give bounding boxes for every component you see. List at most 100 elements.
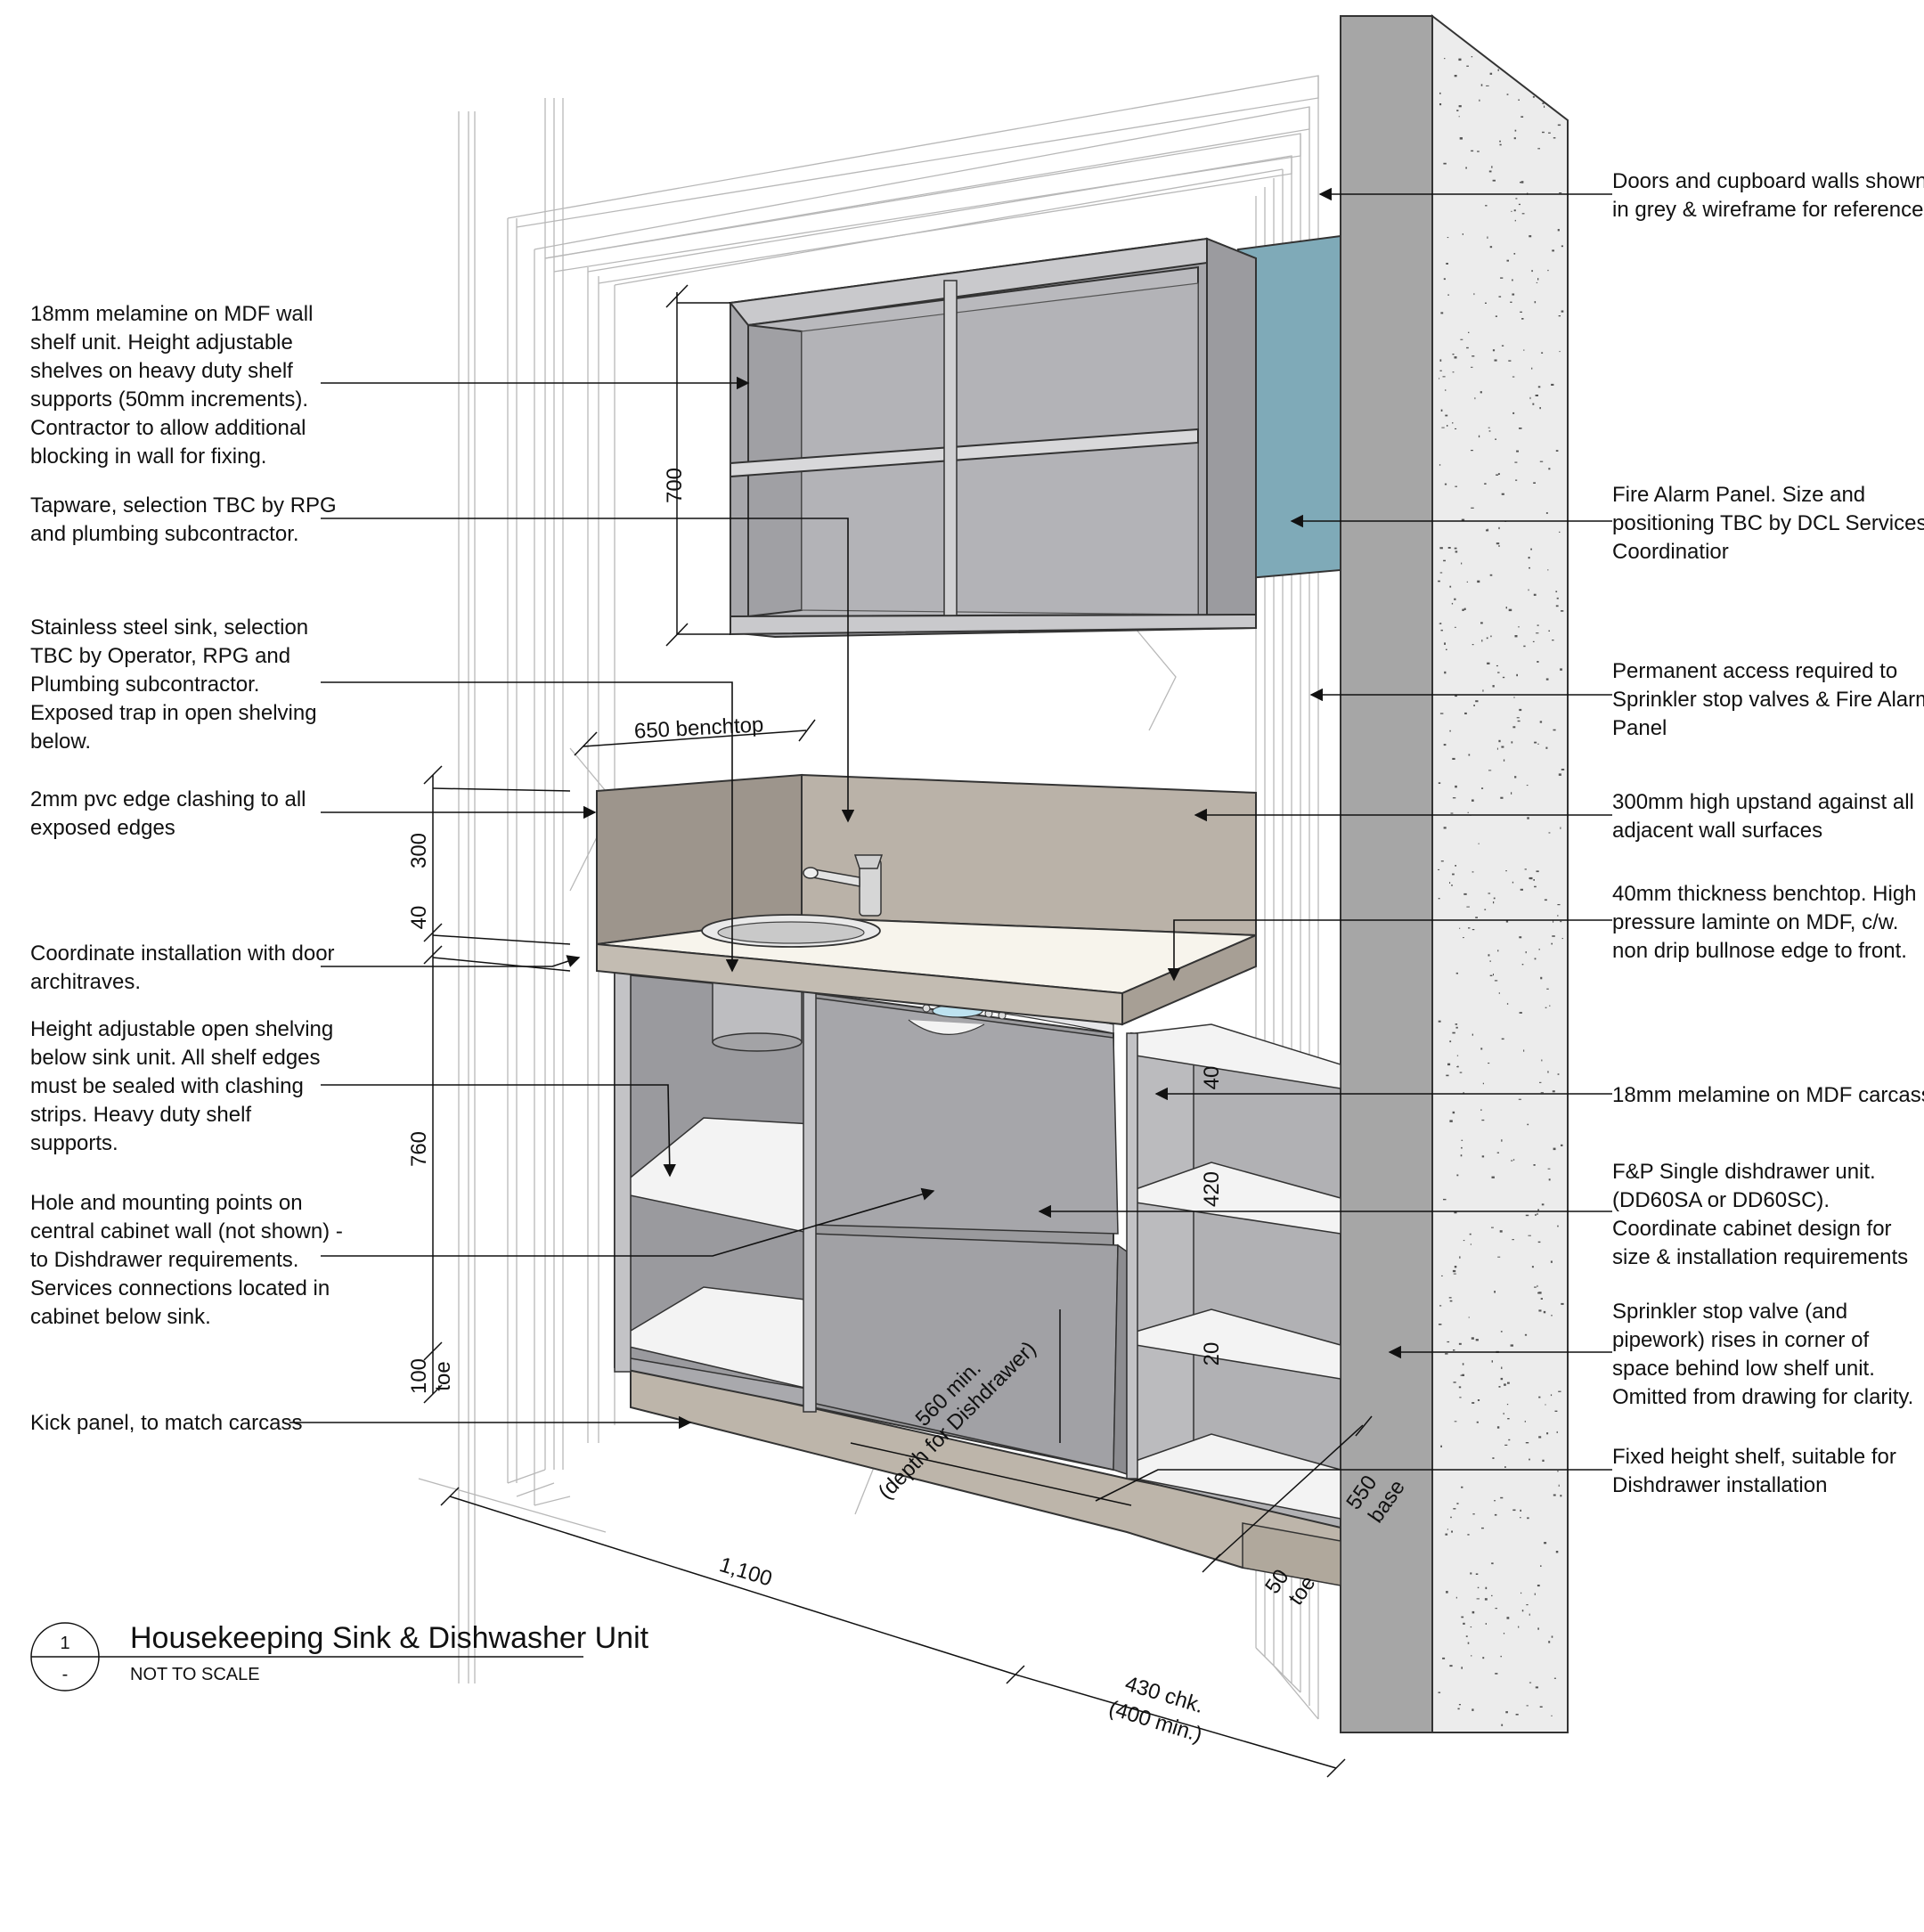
concrete-speckle — [1501, 1038, 1504, 1040]
wall-edge-grey — [1340, 15, 1433, 1733]
concrete-speckle — [1438, 868, 1440, 870]
concrete-speckle — [1486, 637, 1488, 640]
concrete-speckle — [1485, 302, 1487, 304]
concrete-speckle — [1454, 1421, 1457, 1423]
concrete-speckle — [1498, 545, 1500, 547]
concrete-speckle — [1443, 827, 1447, 829]
concrete-speckle — [1439, 103, 1442, 106]
concrete-speckle — [1492, 179, 1496, 182]
concrete-speckle — [1532, 640, 1535, 642]
concrete-speckle — [1542, 1459, 1545, 1462]
concrete-speckle — [1494, 359, 1497, 362]
concrete-speckle — [1496, 542, 1500, 545]
concrete-speckle — [1458, 1704, 1461, 1706]
left-note-line: TBC by Operator, RPG and — [30, 644, 290, 668]
concrete-speckle — [1439, 359, 1442, 362]
concrete-speckle — [1534, 741, 1537, 744]
concrete-speckle — [1496, 664, 1498, 667]
concrete-speckle — [1443, 162, 1447, 165]
left-note-line: Contractor to allow additional — [30, 416, 306, 440]
concrete-speckle — [1482, 1082, 1484, 1085]
concrete-speckle — [1536, 870, 1539, 873]
concrete-speckle — [1463, 1622, 1465, 1625]
concrete-speckle — [1471, 507, 1474, 509]
concrete-speckle — [1452, 1111, 1455, 1114]
concrete-speckle — [1519, 936, 1522, 939]
concrete-speckle — [1512, 293, 1515, 296]
concrete-speckle — [1520, 888, 1523, 891]
concrete-speckle — [1549, 1005, 1551, 1007]
concrete-speckle — [1484, 483, 1487, 485]
right-note-line: Coordinatior — [1612, 540, 1729, 564]
concrete-speckle — [1527, 1517, 1529, 1520]
concrete-speckle — [1460, 1154, 1463, 1157]
right-note-line: 300mm high upstand against all — [1612, 790, 1914, 814]
right-note-line: positioning TBC by DCL Services — [1612, 511, 1924, 535]
concrete-speckle — [1553, 137, 1556, 139]
concrete-speckle — [1447, 1341, 1450, 1343]
concrete-speckle — [1557, 124, 1561, 126]
concrete-speckle — [1447, 294, 1449, 296]
detail-number: 1 — [60, 1634, 69, 1653]
concrete-speckle — [1454, 1211, 1457, 1214]
concrete-speckle — [1470, 1626, 1472, 1628]
concrete-speckle — [1523, 349, 1525, 351]
concrete-speckle — [1495, 438, 1496, 440]
concrete-speckle — [1444, 642, 1446, 645]
concrete-speckle — [1445, 1533, 1448, 1536]
concrete-speckle — [1442, 1657, 1446, 1659]
concrete-speckle — [1504, 1444, 1508, 1446]
concrete-speckle — [1501, 1366, 1503, 1369]
concrete-speckle — [1531, 1266, 1534, 1268]
concrete-speckle — [1473, 705, 1475, 706]
concrete-speckle — [1459, 137, 1463, 140]
concrete-speckle — [1523, 1049, 1525, 1052]
left-note-line: 2mm pvc edge clashing to all — [30, 787, 306, 811]
concrete-speckle — [1439, 464, 1441, 466]
right-note-line: space behind low shelf unit. — [1612, 1357, 1875, 1381]
concrete-speckle — [1557, 1073, 1560, 1075]
concrete-speckle — [1440, 312, 1444, 314]
concrete-speckle — [1460, 338, 1463, 340]
concrete-speckle — [1559, 531, 1561, 533]
concrete-speckle — [1449, 585, 1452, 588]
concrete-speckle — [1538, 1292, 1542, 1294]
concrete-speckle — [1484, 1598, 1488, 1601]
concrete-speckle — [1494, 1513, 1497, 1516]
concrete-speckle — [1525, 1214, 1529, 1217]
concrete-speckle — [1561, 245, 1563, 248]
concrete-speckle — [1463, 937, 1464, 939]
concrete-speckle — [1540, 1092, 1544, 1094]
concrete-speckle — [1561, 1302, 1564, 1305]
concrete-speckle — [1439, 572, 1443, 574]
concrete-speckle — [1477, 580, 1480, 583]
concrete-speckle — [1544, 105, 1545, 108]
concrete-speckle — [1443, 278, 1446, 281]
concrete-speckle — [1526, 1604, 1529, 1606]
concrete-speckle — [1501, 1139, 1503, 1142]
concrete-speckle — [1548, 832, 1551, 834]
concrete-speckle — [1444, 483, 1447, 485]
concrete-speckle — [1471, 366, 1473, 368]
left-note-line: Height adjustable open shelving — [30, 1017, 333, 1041]
concrete-speckle — [1472, 799, 1474, 802]
concrete-speckle — [1502, 676, 1505, 679]
concrete-speckle — [1519, 1012, 1522, 1014]
concrete-speckle — [1555, 605, 1559, 607]
concrete-speckle — [1526, 1705, 1529, 1707]
concrete-speckle — [1516, 673, 1518, 677]
concrete-speckle — [1508, 360, 1512, 362]
concrete-speckle — [1493, 897, 1496, 900]
left-note-line: architraves. — [30, 970, 141, 994]
concrete-speckle — [1515, 1714, 1519, 1716]
concrete-speckle — [1545, 512, 1548, 514]
concrete-speckle — [1527, 817, 1529, 819]
concrete-speckle — [1492, 349, 1496, 352]
concrete-speckle — [1455, 1596, 1457, 1599]
